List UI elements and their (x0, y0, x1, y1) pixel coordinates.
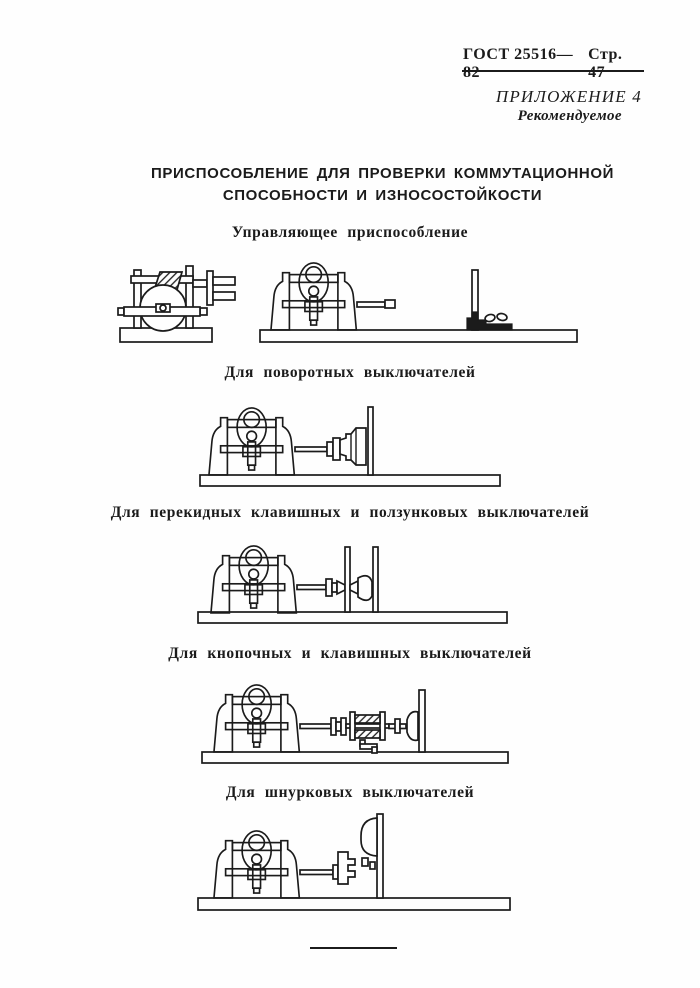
document-title-line2: СПОСОБНОСТИ И ИЗНОСОСТОЙКОСТИ (222, 187, 543, 204)
document-title: ПРИСПОСОБЛЕНИЕ ДЛЯ ПРОВЕРКИ КОММУТАЦИОНН… (65, 163, 700, 207)
figure-caption-rotary-switches: Для поворотных выключателей (224, 364, 476, 381)
document-title-line1: ПРИСПОСОБЛЕНИЕ ДЛЯ ПРОВЕРКИ КОММУТАЦИОНН… (151, 165, 614, 182)
appendix-note: Рекомендуемое (517, 108, 622, 124)
figure-drawing-cord-switches (197, 813, 511, 911)
appendix-title: ПРИЛОЖЕНИЕ 4 (495, 87, 642, 106)
header-rule (462, 70, 644, 72)
page-header: ГОСТ 25516—82 Стр. 47 (463, 46, 643, 82)
figure-caption-control-device: Управляющее приспособление (231, 224, 469, 241)
doc-ref: ГОСТ 25516—82 (463, 46, 574, 81)
figure-drawing-rotary-switches (199, 406, 501, 487)
figure-drawing-control-device (117, 262, 578, 343)
figure-caption-toggle-key-slider-switches: Для перекидных клавишных и ползунковых в… (110, 504, 590, 521)
bottom-rule (310, 947, 397, 949)
figure-caption-cord-switches: Для шнурковых выключателей (225, 784, 475, 801)
figure-drawing-pushbutton-key-switches (201, 684, 509, 764)
figure-drawing-toggle-key-slider-switches (197, 545, 508, 624)
page-number-label: Стр. 47 (588, 46, 623, 81)
figure-caption-pushbutton-key-switches: Для кнопочных и клавишных выключателей (168, 645, 532, 662)
